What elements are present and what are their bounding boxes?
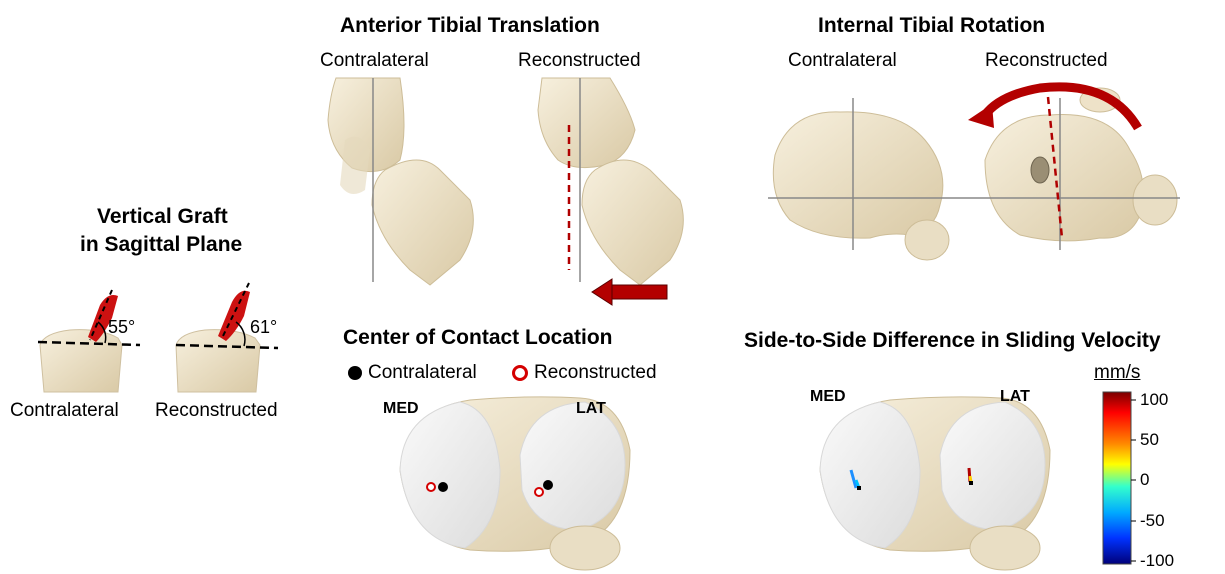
colorbar-tick-0: 0 bbox=[1140, 470, 1149, 490]
itr-label-contralateral: Contralateral bbox=[788, 50, 897, 72]
velocity-colorbar bbox=[1103, 392, 1131, 564]
contact-legend-reconstructed-label: Reconstructed bbox=[534, 362, 657, 384]
contact-legend-contralateral-label: Contralateral bbox=[368, 362, 477, 384]
colorbar-unit: mm/s bbox=[1094, 362, 1140, 384]
graft-label-contralateral: Contralateral bbox=[10, 400, 119, 422]
velocity-tibia bbox=[820, 397, 1050, 570]
itr-reconstructed-tibia bbox=[968, 87, 1180, 250]
contact-legend-reconstructed: Reconstructed bbox=[512, 362, 657, 384]
graft-angle-contralateral: 55° bbox=[108, 317, 135, 338]
itr-title: Internal Tibial Rotation bbox=[818, 14, 1045, 38]
contact-med-label: MED bbox=[383, 400, 419, 418]
graft-contralateral-tibia bbox=[38, 290, 140, 392]
colorbar-tick-50: 50 bbox=[1140, 430, 1159, 450]
colorbar-tick-neg100: -100 bbox=[1140, 551, 1174, 571]
contact-med-contralateral bbox=[438, 482, 448, 492]
colorbar-tick-neg50: -50 bbox=[1140, 511, 1165, 531]
itr-label-reconstructed: Reconstructed bbox=[985, 50, 1108, 72]
itr-contralateral-tibia bbox=[768, 98, 980, 260]
contact-lat-label: LAT bbox=[576, 400, 606, 418]
red-ring-icon bbox=[512, 365, 528, 381]
att-label-contralateral: Contralateral bbox=[320, 50, 429, 72]
velocity-med-label: MED bbox=[810, 388, 846, 406]
att-reconstructed-knee bbox=[538, 78, 683, 285]
velocity-lat-label: LAT bbox=[1000, 388, 1030, 406]
contact-med-reconstructed bbox=[427, 483, 435, 491]
att-title: Anterior Tibial Translation bbox=[340, 14, 600, 38]
att-contralateral-knee bbox=[328, 78, 473, 285]
translation-arrow bbox=[592, 279, 667, 305]
contact-lat-reconstructed bbox=[535, 488, 543, 496]
graft-angle-reconstructed: 61° bbox=[250, 317, 277, 338]
contact-title: Center of Contact Location bbox=[343, 326, 613, 350]
contact-lat-contralateral bbox=[543, 480, 553, 490]
graft-label-reconstructed: Reconstructed bbox=[155, 400, 278, 422]
black-dot-icon bbox=[348, 366, 362, 380]
att-label-reconstructed: Reconstructed bbox=[518, 50, 641, 72]
contact-tibia bbox=[400, 397, 630, 570]
colorbar-tick-100: 100 bbox=[1140, 390, 1168, 410]
contact-legend-contralateral: Contralateral bbox=[348, 362, 477, 384]
velocity-title: Side-to-Side Difference in Sliding Veloc… bbox=[744, 329, 1161, 353]
